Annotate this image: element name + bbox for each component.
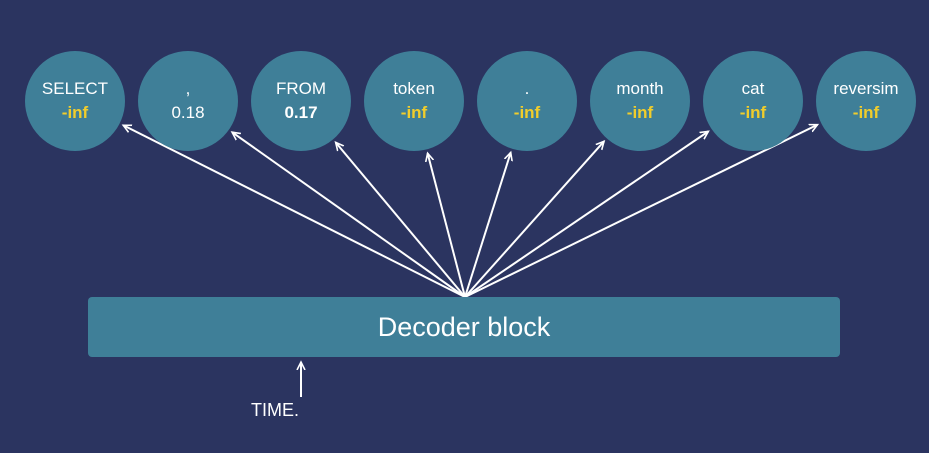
token-score: -inf xyxy=(739,103,767,122)
attention-arrow-2 xyxy=(336,142,466,298)
token-node-period: . -inf xyxy=(477,51,577,151)
decoder-label: Decoder block xyxy=(377,311,551,342)
token-node-comma: , 0.18 xyxy=(138,51,238,151)
token-score: -inf xyxy=(61,103,89,122)
attention-arrow-7 xyxy=(464,123,817,298)
token-score: -inf xyxy=(626,103,654,122)
token-score: 0.18 xyxy=(171,103,205,122)
attention-arrow-5 xyxy=(464,141,604,298)
input-token-label: TIME. xyxy=(251,400,299,420)
token-node-reversim: reversim -inf xyxy=(816,51,916,151)
decoder-block: Decoder block xyxy=(88,297,840,357)
token-word: . xyxy=(524,79,530,98)
token-node-cat: cat -inf xyxy=(703,51,803,151)
attention-arrow-6 xyxy=(464,131,708,298)
token-node-month: month -inf xyxy=(590,51,690,151)
attention-arrow-1 xyxy=(232,132,466,298)
token-score: -inf xyxy=(852,103,880,122)
attention-arrows xyxy=(123,123,817,298)
attention-arrow-3 xyxy=(428,153,466,298)
attention-arrow-0 xyxy=(123,124,466,298)
token-word: , xyxy=(185,79,191,98)
token-node-from: FROM 0.17 xyxy=(251,51,351,151)
token-word: reversim xyxy=(833,79,899,98)
token-word: cat xyxy=(741,79,765,98)
token-word: month xyxy=(616,79,664,98)
token-score: -inf xyxy=(513,103,541,122)
token-word: FROM xyxy=(275,79,327,98)
token-node-select: SELECT -inf xyxy=(25,51,125,151)
token-word: SELECT xyxy=(41,79,109,98)
attention-arrow-4 xyxy=(464,152,511,298)
token-word: token xyxy=(393,79,435,98)
token-score: 0.17 xyxy=(284,103,318,122)
token-score: -inf xyxy=(400,103,428,122)
token-node-token: token -inf xyxy=(364,51,464,151)
